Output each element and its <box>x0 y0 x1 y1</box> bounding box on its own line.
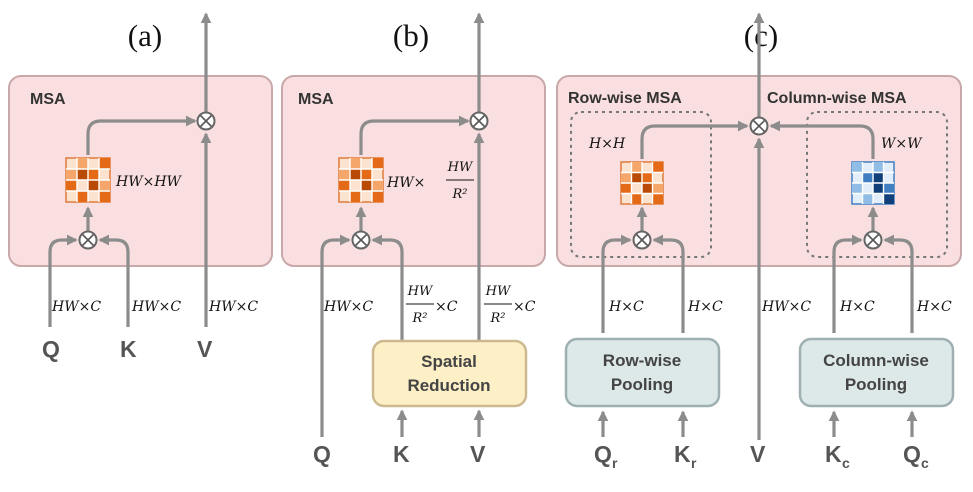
column-wise-pooling-box <box>798 337 955 408</box>
panel-b-attn-wire <box>359 115 470 155</box>
column-wise-msa-title: Column-wise MSA <box>767 90 907 107</box>
panel-b-input-q: Q <box>313 441 331 467</box>
row-attn-size: H×H <box>588 136 626 152</box>
panel-c: (c) Row-wise MSA Column-wise MSA <box>556 12 962 471</box>
input-kc-subscript: c <box>842 455 850 471</box>
panel-b-dim-k-den: R² <box>412 311 428 326</box>
row-wise-pooling-box <box>564 337 721 408</box>
row-wise-msa-title: Row-wise MSA <box>568 90 682 107</box>
row-dim-q: H×C <box>608 299 644 315</box>
row-wise-pooling-label-line1: Row-wise <box>603 351 681 370</box>
panel-a-q-wire <box>48 234 78 327</box>
panel-b-input-v: V <box>470 441 486 467</box>
matrix-multiply-icon <box>78 230 98 250</box>
panel-b-attn-num: HW <box>447 160 474 175</box>
attention-matrix-icon <box>338 157 384 203</box>
attention-matrix-icon <box>851 161 895 205</box>
col-dim-q: H×C <box>916 299 952 315</box>
panel-b-dim-v-suffix: ×C <box>513 299 536 315</box>
input-kr-subscript: r <box>691 455 697 471</box>
attention-matrix-icon <box>620 161 664 205</box>
col-attn-size: W×W <box>881 136 923 152</box>
panel-b-dim-k-suffix: ×C <box>435 299 458 315</box>
panel-a-attn-size: HW×HW <box>115 174 183 190</box>
panel-b-dim-k-num: HW <box>407 284 434 299</box>
panel-a-k-wire <box>98 234 130 327</box>
spatial-reduction-label-line1: Spatial <box>421 352 477 371</box>
panel-b-k-wire <box>371 234 404 341</box>
column-wise-pooling-label-line1: Column-wise <box>823 351 929 370</box>
row-attn-wire <box>640 120 749 159</box>
column-wise-attention-region <box>806 111 948 258</box>
matrix-multiply-icon <box>469 111 489 131</box>
row-wise-pooling-label-line2: Pooling <box>611 375 673 394</box>
panel-a-msa-title: MSA <box>30 91 66 108</box>
col-q-wire <box>883 234 914 333</box>
panel-a-tag: (a) <box>128 18 162 53</box>
panel-b: (b) MSA HW× HW R² HW×C <box>281 12 546 467</box>
matrix-multiply-icon <box>749 116 769 136</box>
panel-b-dim-v-den: R² <box>490 311 506 326</box>
panel-a-input-k: K <box>120 336 137 362</box>
column-wise-pooling-label-line2: Pooling <box>845 375 907 394</box>
panel-b-dim-q: HW×C <box>323 299 373 315</box>
panel-a-dim-v: HW×C <box>208 299 258 315</box>
row-k-wire <box>652 234 685 333</box>
input-kr: K <box>674 441 691 467</box>
panel-a-input-v: V <box>197 336 213 362</box>
panel-b-q-wire <box>320 234 351 437</box>
panel-c-tag: (c) <box>744 18 778 53</box>
panel-b-msa-title: MSA <box>298 91 334 108</box>
col-dim-k: H×C <box>839 299 875 315</box>
row-dim-k: H×C <box>687 299 723 315</box>
matrix-multiply-icon <box>351 230 371 250</box>
input-kc: K <box>825 441 842 467</box>
panel-c-dim-v: HW×C <box>761 299 811 315</box>
matrix-multiply-icon <box>863 230 883 250</box>
input-qr: Q <box>594 441 612 467</box>
panel-b-dim-v-num: HW <box>485 284 512 299</box>
input-qc-subscript: c <box>921 455 929 471</box>
panel-a: (a) MSA HW×HW HW×C HW×C HW×C <box>8 12 273 362</box>
col-attn-wire <box>769 120 875 159</box>
panel-b-attn-den: R² <box>452 187 468 202</box>
panel-b-attn-prefix: HW× <box>386 175 425 191</box>
panel-c-input-v: V <box>750 441 766 467</box>
attention-matrix-icon <box>65 157 111 203</box>
panel-a-input-q: Q <box>42 336 60 362</box>
col-k-wire <box>832 234 863 333</box>
spatial-reduction-box <box>371 339 528 408</box>
panel-a-dim-k: HW×C <box>131 299 181 315</box>
row-q-wire <box>601 234 632 333</box>
row-wise-attention-region <box>570 111 712 258</box>
input-qr-subscript: r <box>612 455 618 471</box>
panel-a-attn-wire <box>86 115 197 155</box>
matrix-multiply-icon <box>632 230 652 250</box>
panel-b-tag: (b) <box>393 18 429 53</box>
input-qc: Q <box>903 441 921 467</box>
spatial-reduction-label-line2: Reduction <box>407 376 490 395</box>
panel-a-dim-q: HW×C <box>51 299 101 315</box>
panel-b-input-k: K <box>393 441 410 467</box>
matrix-multiply-icon <box>196 111 216 131</box>
